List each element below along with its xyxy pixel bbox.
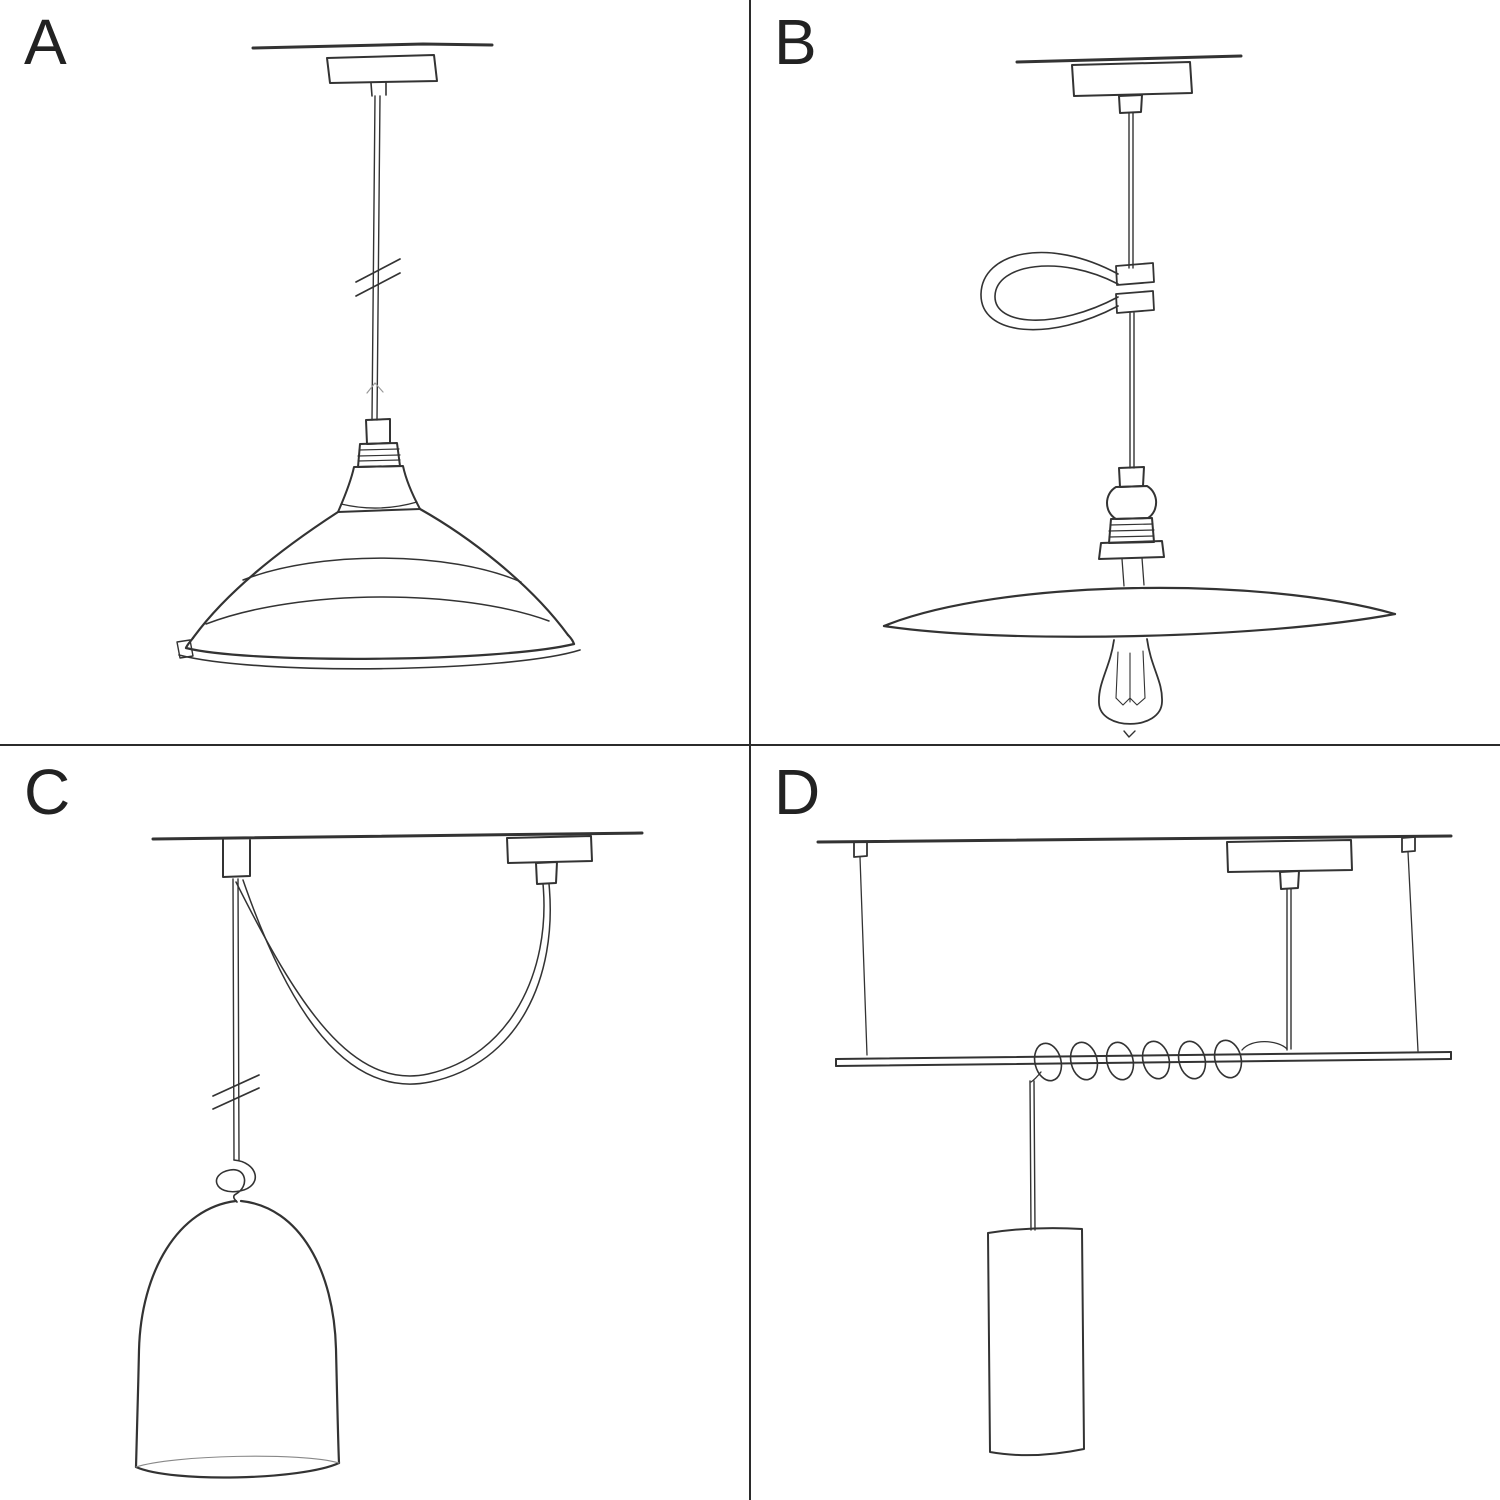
horizontal-divider	[0, 744, 1500, 746]
ceiling-rose	[506, 835, 593, 885]
ceiling-line	[1015, 54, 1243, 64]
pendant-flat-shade-bulb-sketch-icon	[882, 54, 1397, 738]
ceiling-hook	[222, 838, 251, 878]
swag-pendant-bell-shade-sketch-icon	[134, 831, 644, 1479]
ceiling-rose	[326, 54, 438, 97]
ceiling-line	[151, 831, 644, 841]
pendant-cable	[371, 95, 381, 421]
ceiling-rose	[1071, 61, 1193, 114]
panel-c-label: C	[24, 756, 72, 828]
tube-shade	[987, 1227, 1085, 1457]
flat-plate-shade	[882, 586, 1397, 638]
swag-cable	[235, 879, 551, 1085]
panel-a: A	[0, 0, 750, 750]
pendant-cable-upper	[1128, 112, 1134, 269]
cable-arrow-mark	[366, 382, 384, 394]
tube-drop-cable	[1029, 1080, 1036, 1231]
gathered-cable-loop	[980, 251, 1119, 331]
lamp-holder	[1098, 466, 1165, 587]
pendant-cable-lower	[1129, 312, 1135, 469]
drop-cable	[232, 878, 240, 1161]
ceiling-line	[251, 42, 494, 50]
cable-clamp	[1115, 262, 1155, 314]
lamp-holder	[337, 418, 421, 513]
bar-suspension-tube-pendant-sketch-icon	[816, 834, 1453, 1457]
ceiling-rose	[1226, 839, 1353, 890]
suspension-wires	[853, 836, 1419, 1056]
vertical-divider	[749, 0, 751, 1500]
pendant-bowl-shade-sketch-icon	[176, 42, 581, 670]
bowl-shade	[176, 507, 581, 670]
bell-shade	[134, 1199, 341, 1479]
coiled-cable	[1030, 1039, 1288, 1083]
panel-a-label: A	[24, 6, 68, 78]
ceiling-line	[816, 834, 1453, 844]
cable-knot	[215, 1159, 257, 1203]
edison-bulb	[1098, 638, 1163, 738]
cable-length-marks	[212, 1074, 260, 1110]
cable-length-marks	[355, 258, 401, 297]
panel-b: B	[750, 0, 1500, 750]
panel-d-label: D	[774, 756, 822, 828]
rose-drop-cable	[1286, 888, 1292, 1051]
panel-c: C	[0, 750, 750, 1500]
panel-b-label: B	[774, 6, 818, 78]
panel-d: D	[750, 750, 1500, 1500]
